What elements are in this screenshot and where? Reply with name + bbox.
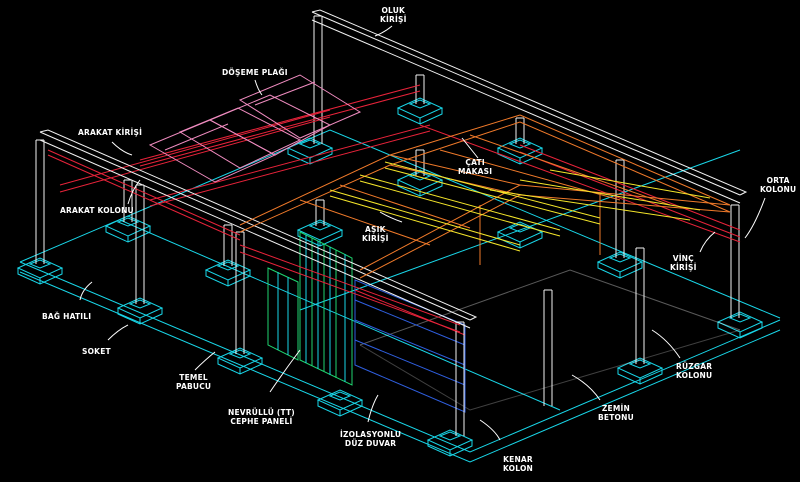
column (235, 231, 245, 354)
column (543, 289, 553, 406)
foundation-pad (104, 215, 152, 243)
floor-slabs (148, 74, 362, 183)
label-doseme-plagi: DÖŞEME PLAĞI (222, 68, 288, 77)
label-arakat-kirisi: ARAKAT KİRİŞİ (78, 128, 143, 137)
column (135, 184, 145, 304)
column (315, 199, 325, 226)
column (313, 15, 323, 144)
column (730, 204, 740, 318)
foundation-pad (286, 137, 334, 165)
column (35, 139, 45, 264)
ground-slab (359, 269, 741, 411)
foundation-pad (16, 257, 64, 285)
foundation-pad (316, 389, 364, 417)
column (635, 247, 645, 364)
foundation-pad (496, 221, 544, 249)
label-bag-hatili: BAĞ HATILI (42, 312, 92, 321)
foundation-pad (216, 347, 264, 375)
foundation-pad (116, 297, 164, 325)
column (455, 321, 465, 436)
purlins (329, 161, 711, 252)
label-arakat-kolonu: ARAKAT KOLONU (60, 206, 134, 215)
foundation-pad (616, 357, 664, 385)
beams (47, 84, 741, 333)
foundation-pad (596, 251, 644, 279)
label-nevrullu-cephe-paneli: NEVRÜLLÜ (TT)CEPHE PANELİ (228, 408, 295, 426)
foundation-pad (496, 137, 544, 165)
column (515, 117, 525, 144)
foundation-pad (716, 311, 764, 339)
column (415, 74, 425, 104)
tie-beams (19, 129, 781, 463)
foundation-pad (396, 97, 444, 125)
foundation-pad (204, 259, 252, 287)
tt-facade-panels (267, 231, 353, 386)
label-soket: SOKET (82, 347, 111, 356)
foundation-pad (296, 219, 344, 247)
columns (35, 15, 740, 436)
foundation-pad (396, 169, 444, 197)
leaders (79, 25, 766, 441)
foundation-pads (16, 97, 764, 457)
foundation-pad (426, 429, 474, 457)
gutter-beams (39, 9, 748, 329)
